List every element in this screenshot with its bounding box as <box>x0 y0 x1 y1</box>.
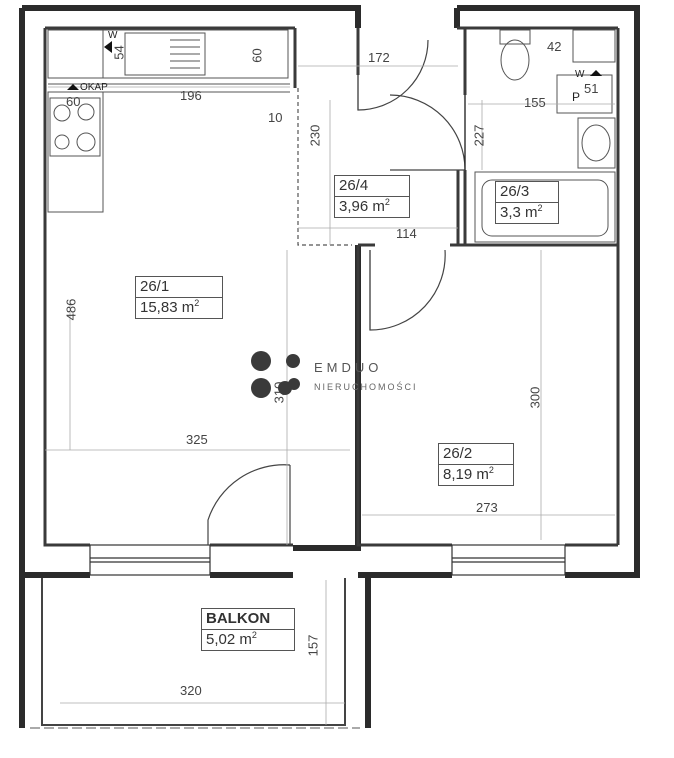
corridor-boundary <box>297 88 352 246</box>
logo-dot <box>288 378 300 390</box>
dim-325: 325 <box>186 432 208 447</box>
dim-172: 172 <box>368 50 390 65</box>
ventilation-markers <box>67 41 602 90</box>
dim-54: 54 <box>111 45 127 60</box>
room-label-26-2: 26/2 8,19 m2 <box>438 443 514 486</box>
marker-w-left: W <box>108 30 118 41</box>
room-code: 26/4 <box>335 176 409 197</box>
dim-486: 486 <box>63 298 79 321</box>
balcony <box>19 575 371 729</box>
kitchen <box>47 29 290 213</box>
room-code: 26/2 <box>439 444 513 465</box>
dim-42: 42 <box>547 39 562 54</box>
dim-10: 10 <box>268 110 283 125</box>
logo-subtitle: NIERUCHOMOŚCI <box>314 382 418 392</box>
room-code: 26/1 <box>136 277 222 298</box>
marker-p: P <box>572 90 581 104</box>
doors <box>207 39 466 545</box>
dim-114: 114 <box>396 226 417 241</box>
dim-155: 155 <box>524 95 546 110</box>
walls <box>19 5 640 578</box>
dim-60: 60 <box>66 94 81 109</box>
dim-227: 227 <box>471 124 487 147</box>
dim-273: 273 <box>476 500 498 515</box>
inner-walls <box>43 26 620 547</box>
room-area: 8,19 m2 <box>443 465 494 484</box>
dimension-lines <box>45 65 615 725</box>
room-code: 26/3 <box>496 182 558 203</box>
dim-196: 196 <box>180 88 202 103</box>
room-label-balkon: BALKON 5,02 m2 <box>201 608 295 651</box>
dim-51: 51 <box>584 81 599 96</box>
logo-dot <box>251 351 271 371</box>
room-label-26-4: 26/4 3,96 m2 <box>334 175 410 218</box>
room-label-26-1: 26/1 15,83 m2 <box>135 276 223 319</box>
dim-157: 157 <box>305 634 321 657</box>
logo-dot <box>286 354 300 368</box>
dim-230: 230 <box>307 124 323 147</box>
room-area: 5,02 m2 <box>206 630 257 649</box>
dim-300: 300 <box>527 386 543 409</box>
marker-w-right: W <box>575 69 585 80</box>
room-area: 15,83 m2 <box>140 298 200 317</box>
bathroom-fixtures <box>474 29 616 243</box>
logo-dot <box>251 378 271 398</box>
dim-60-cabinet: 60 <box>249 48 265 63</box>
logo-name: EMDUO <box>314 360 383 375</box>
marker-okap: OKAP <box>80 82 108 93</box>
room-label-26-3: 26/3 3,3 m2 <box>495 181 559 224</box>
room-code: BALKON <box>202 609 294 630</box>
windows <box>89 544 566 576</box>
dim-320: 320 <box>180 683 202 698</box>
room-area: 3,96 m2 <box>339 197 390 216</box>
room-area: 3,3 m2 <box>500 203 543 222</box>
